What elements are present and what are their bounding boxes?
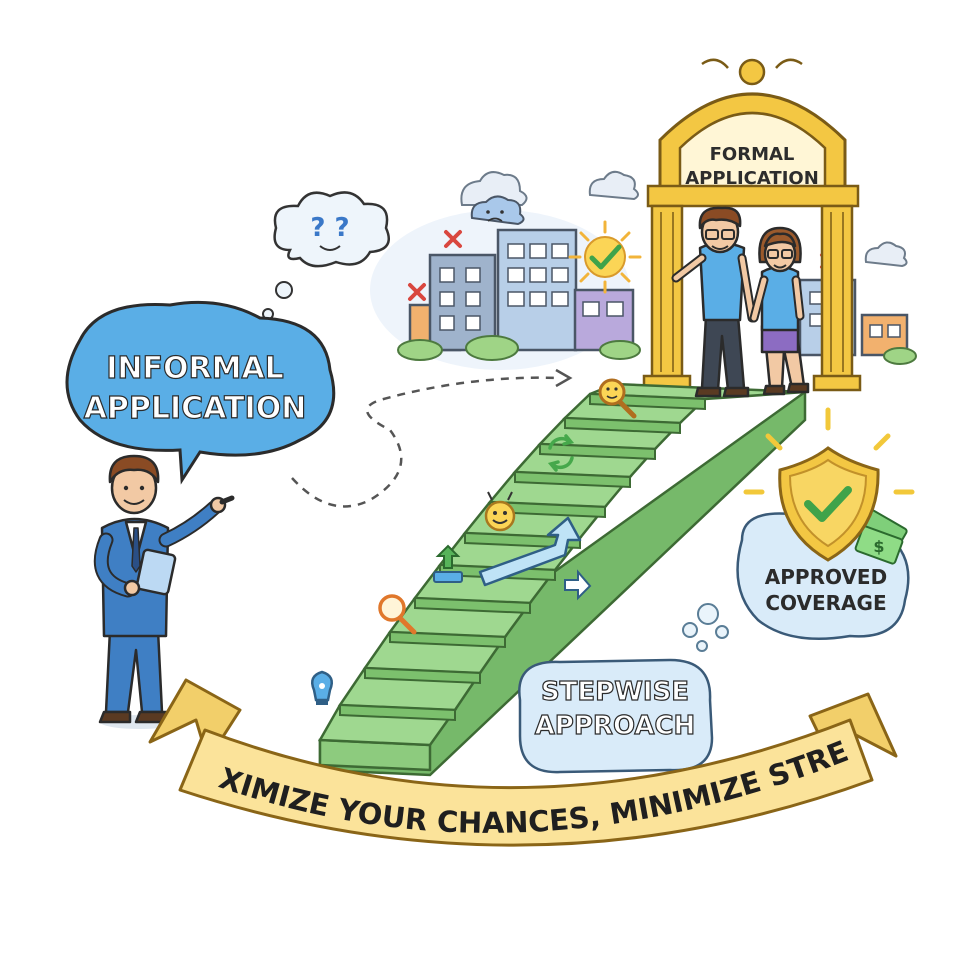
informal-application-bubble: INFORMAL APPLICATION [65, 300, 336, 485]
dashed-path [291, 376, 561, 508]
up-arrow-icon [478, 516, 582, 587]
tablet-icon [135, 548, 177, 596]
stepwise-label-line2: APPROACH [535, 711, 696, 741]
svg-text:$: $ [873, 537, 884, 556]
stairway [317, 382, 807, 777]
bushes [397, 335, 917, 365]
thought-cloud-icon: ? ? [262, 191, 390, 320]
approved-coverage: $ APPROVED COVERAGE [736, 407, 915, 641]
woman-figure [749, 226, 810, 396]
question-marks: ? ? [310, 213, 349, 243]
sun-check-icon [568, 220, 642, 294]
businessman-figure [93, 454, 235, 729]
magnifier-icon [598, 378, 637, 419]
bulb-icon [311, 670, 333, 705]
pillar [642, 204, 862, 392]
approved-label-line1: APPROVED [765, 565, 887, 589]
formal-label-line1: FORMAL [710, 144, 795, 165]
city-background [370, 170, 917, 370]
smiley-icon [484, 491, 516, 532]
bubbles [682, 603, 729, 652]
building-windows [439, 243, 901, 338]
sad-cloud-icon [470, 195, 525, 226]
money-icon: $ [854, 509, 908, 565]
formal-application-arch: FORMAL APPLICATION [642, 58, 862, 392]
dashed-arrowhead [555, 368, 573, 388]
man-figure [671, 206, 757, 398]
informal-label-line2: APPLICATION [84, 391, 307, 426]
right-arrow-icon [564, 569, 592, 601]
magnifier-icon-small [378, 594, 417, 635]
stepwise-label-line1: STEPWISE [541, 677, 689, 707]
refresh-icon [547, 434, 575, 472]
upload-icon [433, 544, 463, 583]
informal-label-line1: INFORMAL [106, 351, 284, 386]
stepwise-approach-bubble: STEPWISE APPROACH [518, 658, 714, 774]
sun-rays [743, 407, 915, 551]
approved-label-line2: COVERAGE [765, 591, 886, 615]
cloud-icon [460, 170, 908, 268]
couple-walking [671, 206, 810, 398]
formal-label-line2: APPLICATION [685, 168, 819, 189]
